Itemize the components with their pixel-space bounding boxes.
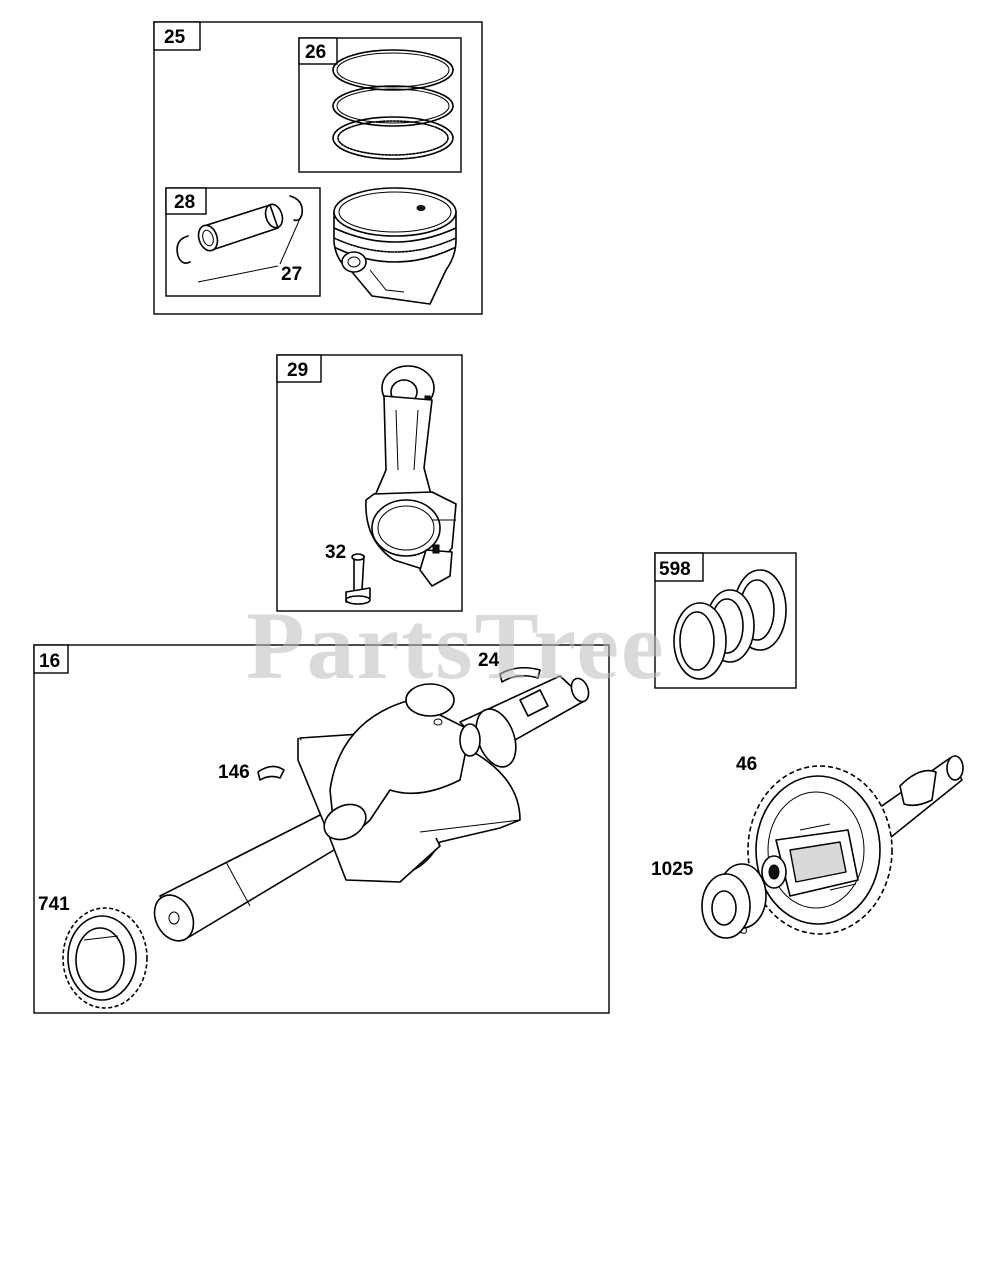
label-24[interactable]: 24 [478,650,500,671]
group-16-frame [33,644,610,1014]
group-28-frame [165,187,321,297]
spacer-drawing [701,863,767,939]
group-16-crankshaft: 16 24 [33,644,610,1014]
label-32[interactable]: 32 [325,542,346,563]
group-598-frame [654,552,797,689]
key-24-drawing [499,666,541,683]
label-25[interactable]: 25 [164,27,186,48]
group-28-tag [165,187,207,215]
spacer-1025: 1025 [651,859,767,939]
group-29-frame [276,354,463,612]
group-26-frame [298,37,462,173]
crankshaft-drawing [153,675,590,942]
group-26-tag [298,37,338,65]
group-25-piston-assembly: 25 26 28 27 [153,21,483,315]
group-598-washers: 598 [654,552,797,689]
label-741[interactable]: 741 [38,894,70,915]
camshaft-drawing [747,755,964,935]
group-16-tag [33,644,69,674]
label-598[interactable]: 598 [659,559,691,580]
piston-pin-drawing [176,195,304,283]
group-25-frame [153,21,483,315]
connecting-rod-drawing [345,365,457,605]
watermark-text: PartsTree [246,592,666,699]
label-16[interactable]: 16 [39,651,60,672]
label-29[interactable]: 29 [287,360,308,381]
label-1025[interactable]: 1025 [651,859,694,880]
label-26[interactable]: 26 [305,42,326,63]
group-29-tag [276,354,322,383]
key-146-drawing [257,765,285,781]
label-28[interactable]: 28 [174,192,195,213]
label-46[interactable]: 46 [736,754,757,775]
piston-rings-drawing [332,49,454,160]
group-25-tag [153,21,201,51]
camshaft-46: 46 [736,754,964,935]
piston-drawing [333,187,457,305]
timing-gear-741-drawing [62,907,148,1009]
label-146[interactable]: 146 [218,762,250,783]
group-29-connecting-rod: 29 32 [276,354,463,612]
washers-drawing [673,569,787,680]
label-27[interactable]: 27 [281,264,302,285]
group-598-tag [654,552,704,582]
